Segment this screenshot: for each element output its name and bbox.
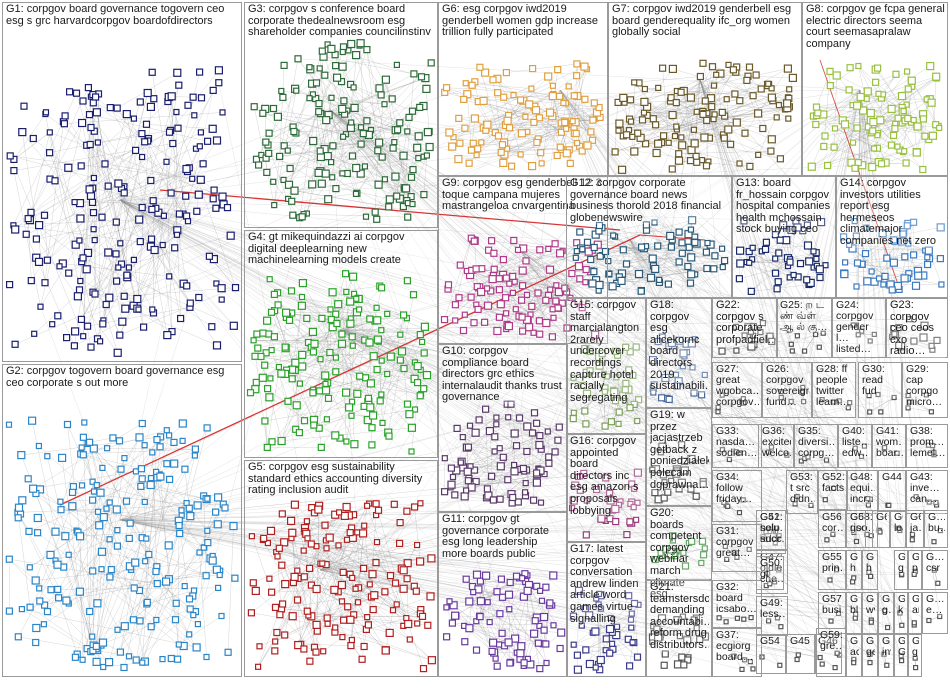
group-g12[interactable]: G12: corpgov corporate governance board … bbox=[566, 176, 732, 298]
group-label: G11: corpgov gt governance corporate esg… bbox=[442, 514, 565, 560]
group-g13[interactable]: G13: board fr_hossain corpgov hospital c… bbox=[732, 176, 836, 298]
group-label: G6: esg corpgov iwd2019 genderbell women… bbox=[442, 4, 605, 39]
group-label: G18: corpgov esg alicekornc board direct… bbox=[650, 300, 709, 393]
group-label: G14: corpgov investors utilities report … bbox=[840, 178, 945, 248]
group-g8[interactable]: G8: corpgov ge fcpa general electric dir… bbox=[802, 2, 948, 176]
group-label: G16: corpgov appointed board directors i… bbox=[570, 436, 643, 517]
group-g18[interactable]: G18: corpgov esg alicekornc board direct… bbox=[646, 298, 712, 408]
group-g4[interactable]: G4: gt mikequindazzi ai corpgov digital … bbox=[244, 230, 438, 458]
group-label: G8: corpgov ge fcpa general electric dir… bbox=[806, 4, 945, 50]
group-g3[interactable]: G3: corpgov s conference board corporate… bbox=[244, 2, 438, 228]
group-label: G15: corpgov staff marcialangton 2rarely… bbox=[570, 300, 643, 404]
group-g15[interactable]: G15: corpgov staff marcialangton 2rarely… bbox=[566, 298, 646, 434]
group-label: G1: corpgov board governance togovern ce… bbox=[6, 4, 239, 27]
group-g2[interactable]: G2: corpgov togovern board governance es… bbox=[2, 364, 242, 677]
group-g14[interactable]: G14: corpgov investors utilities report … bbox=[836, 176, 948, 298]
group-label: G12: corpgov corporate governance board … bbox=[570, 178, 729, 224]
group-g7[interactable]: G7: corpgov iwd2019 genderbell esg board… bbox=[608, 2, 802, 176]
group-g11[interactable]: G11: corpgov gt governance corporate esg… bbox=[438, 512, 568, 677]
group-g17[interactable]: G17: latest corpgov conversation andrew … bbox=[566, 542, 646, 677]
group-g1[interactable]: G1: corpgov board governance togovern ce… bbox=[2, 2, 242, 362]
group-label: G19: w przez jacjastrzeb getback z ponie… bbox=[650, 410, 709, 491]
group-label: G10: corpgov compliance board directors … bbox=[442, 346, 565, 404]
group-label: G17: latest corpgov conversation andrew … bbox=[570, 544, 643, 625]
group-g6[interactable]: G6: esg corpgov iwd2019 genderbell women… bbox=[438, 2, 608, 176]
group-label: G13: board fr_hossain corpgov hospital c… bbox=[736, 178, 833, 236]
group-label: G7: corpgov iwd2019 genderbell esg board… bbox=[612, 4, 799, 39]
group-g19[interactable]: G19: w przez jacjastrzeb getback z ponie… bbox=[646, 408, 712, 506]
group-label: G2: corpgov togovern board governance es… bbox=[6, 366, 239, 389]
group-g16[interactable]: G16: corpgov appointed board directors i… bbox=[566, 434, 646, 542]
group-label: G4: gt mikequindazzi ai corpgov digital … bbox=[248, 232, 435, 267]
group-label: G5: corpgov esg sustainability standard … bbox=[248, 462, 435, 497]
group-label: G3: corpgov s conference board corporate… bbox=[248, 4, 435, 39]
group-g10[interactable]: G10: corpgov compliance board directors … bbox=[438, 344, 568, 512]
group-g5[interactable]: G5: corpgov esg sustainability standard … bbox=[244, 460, 438, 677]
